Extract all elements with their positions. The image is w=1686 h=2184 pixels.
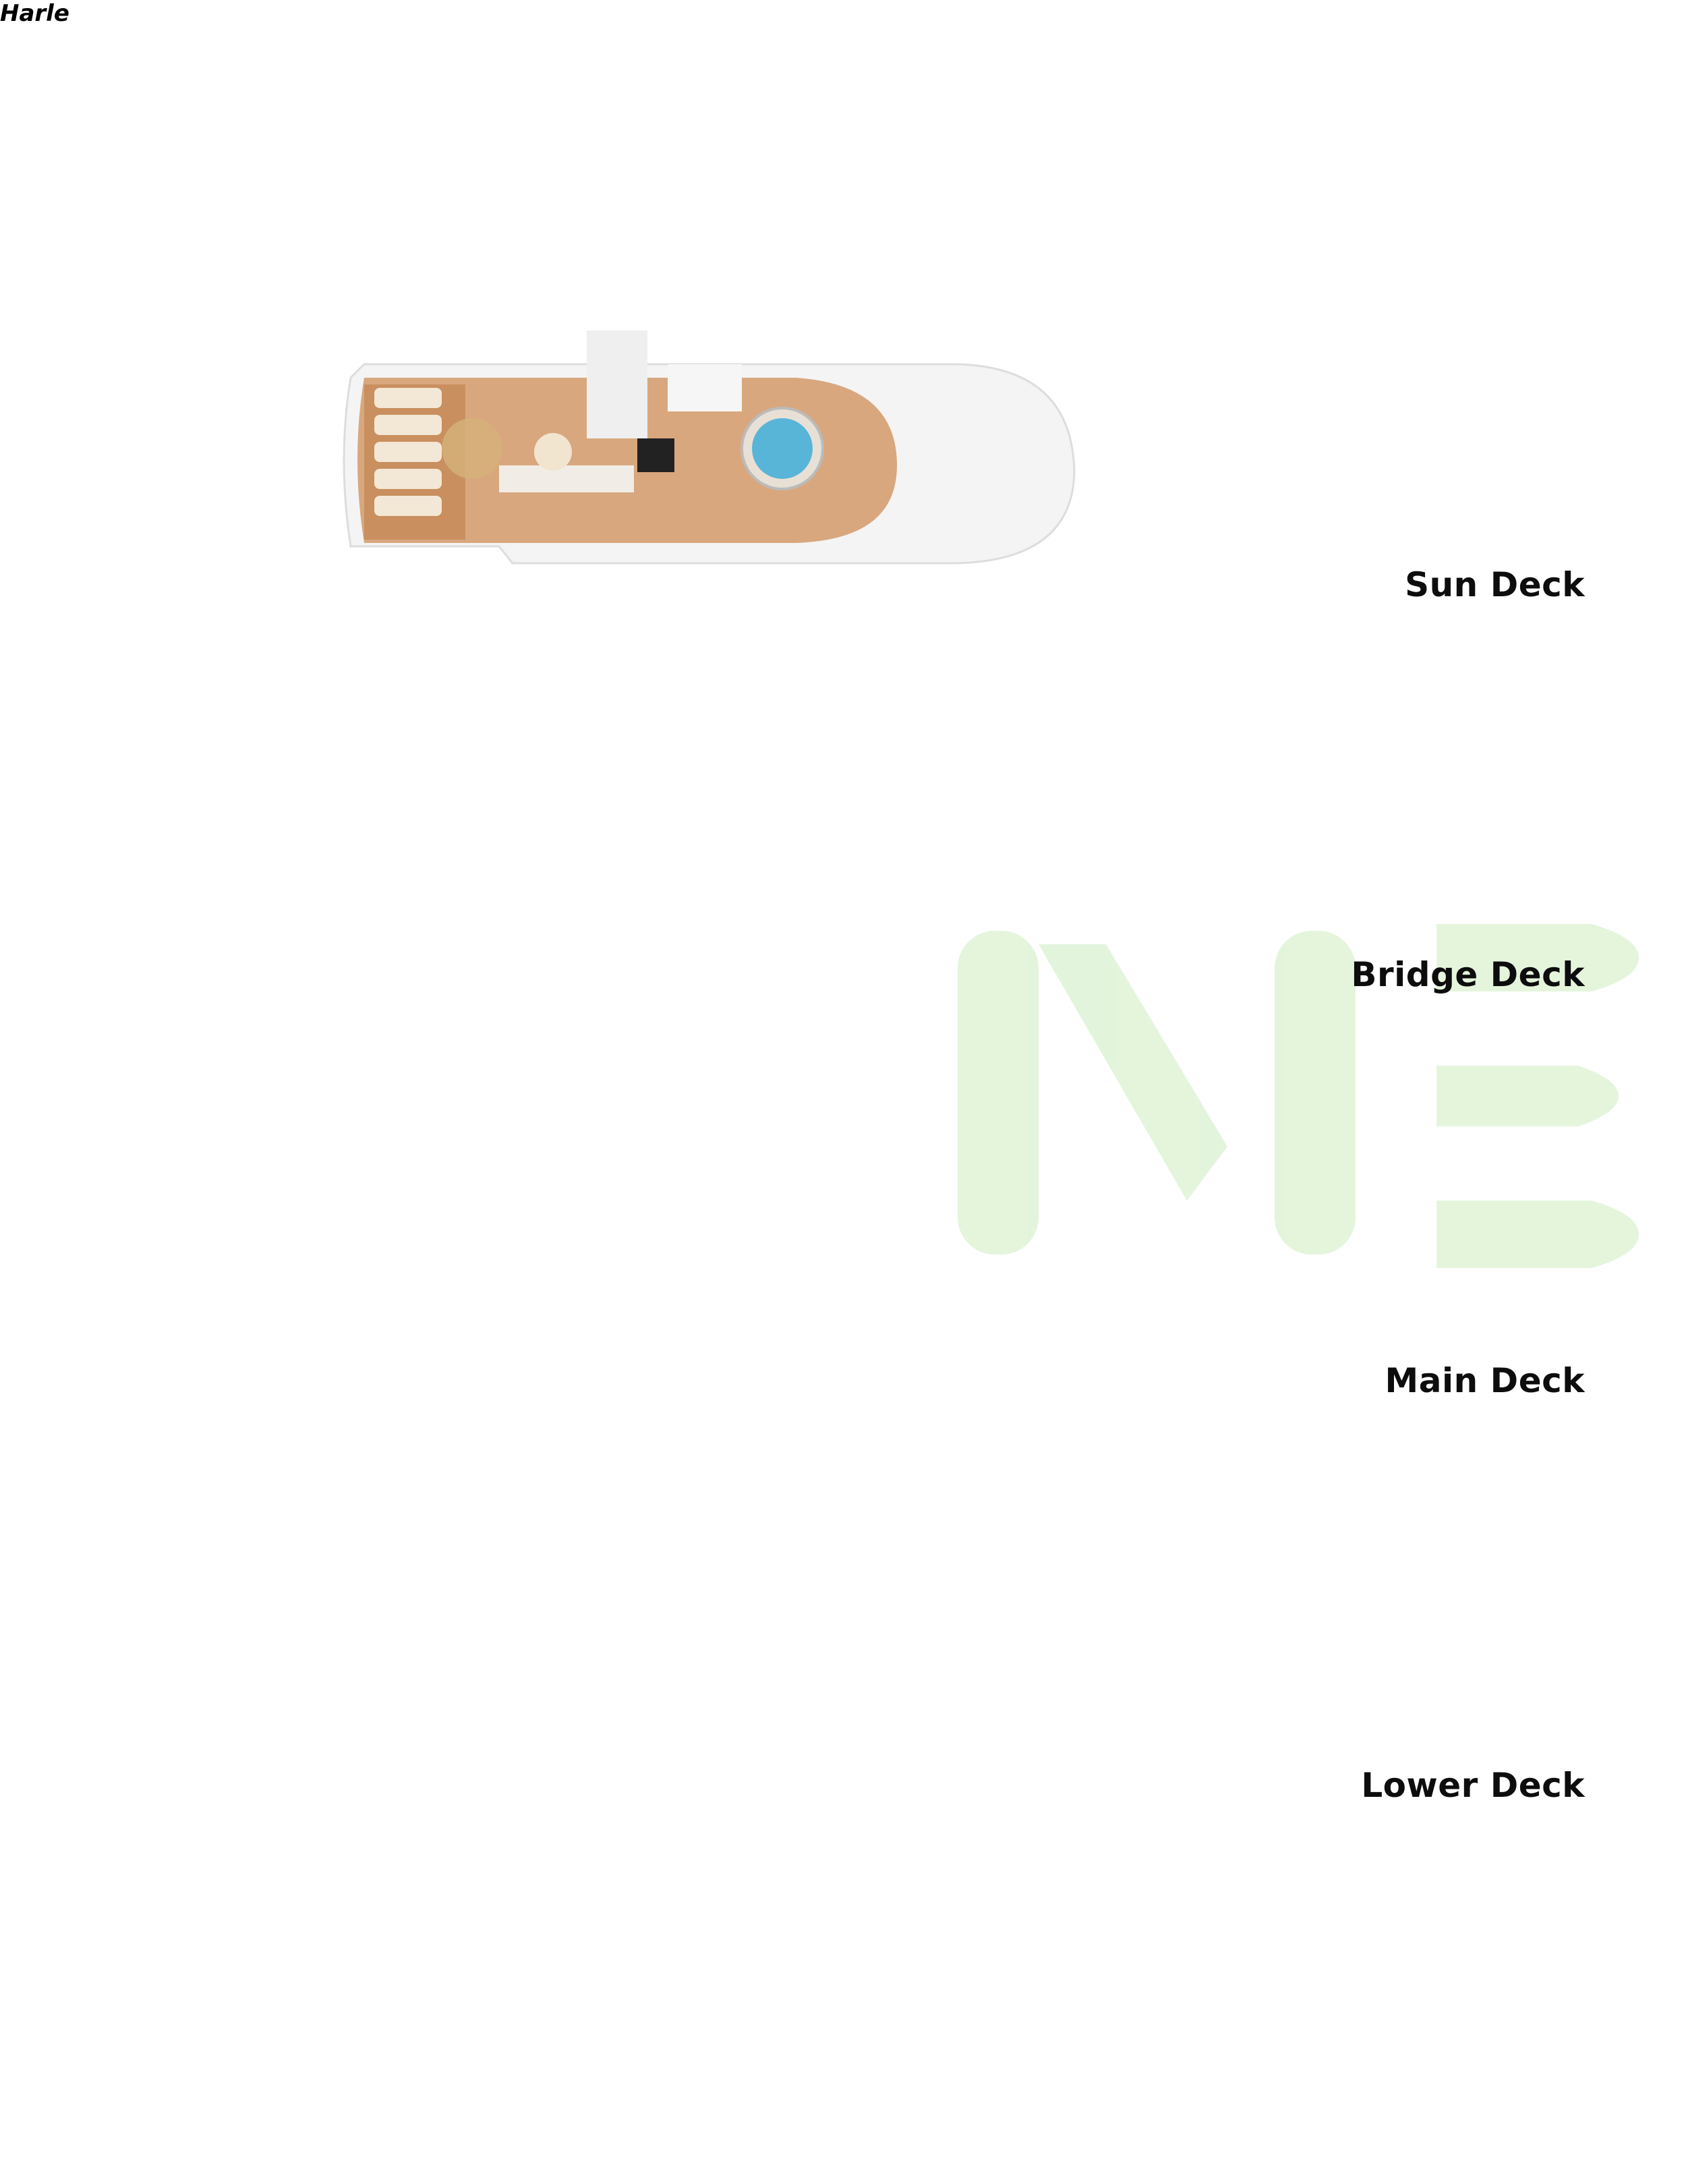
watermark-logo — [958, 924, 1639, 1268]
deck-label-main: Main Deck — [1385, 1361, 1585, 1400]
hull-name: Harle — [0, 0, 69, 27]
sun-deck-plan — [343, 331, 1076, 565]
deck-label-bridge: Bridge Deck — [1351, 955, 1585, 994]
deck-label-sun: Sun Deck — [1405, 565, 1585, 604]
deck-label-lower: Lower Deck — [1361, 1766, 1585, 1805]
